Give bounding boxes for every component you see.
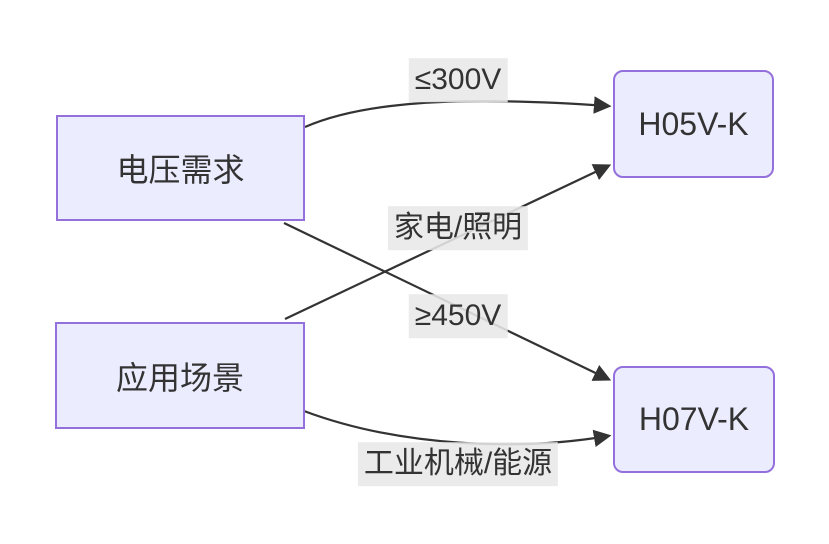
node-application-scenario-label: 应用场景	[115, 359, 244, 396]
edge-label-min-450v: ≥450V	[408, 294, 508, 338]
edge-label-home-appliance-lighting: 家电/照明	[387, 206, 529, 250]
node-h05vk: H05V-K	[613, 70, 774, 178]
node-voltage-requirement-label: 电压需求	[116, 152, 245, 188]
edge-label-industrial-machinery-energy: 工业机械/能源	[357, 442, 559, 486]
edge-label-max-300v: ≤300V	[408, 58, 508, 102]
node-h07vk-label: H07V-K	[638, 401, 750, 437]
node-voltage-requirement: 电压需求	[56, 115, 305, 221]
edge-scenario-to-h07vk	[303, 409, 612, 448]
node-application-scenario: 应用场景	[55, 322, 305, 429]
edge-voltage-to-h05vk	[304, 96, 612, 129]
node-h05vk-label: H05V-K	[638, 105, 749, 142]
node-h07vk: H07V-K	[613, 366, 775, 473]
